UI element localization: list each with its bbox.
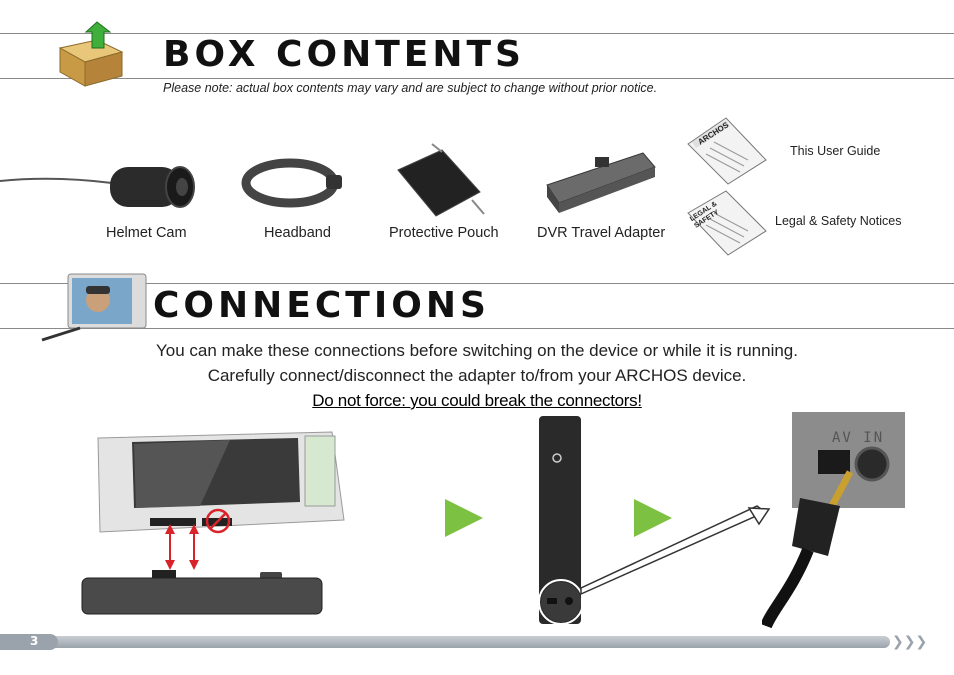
step-arrow-2 — [634, 499, 672, 537]
page-number: 3 — [30, 634, 39, 648]
item-label-headband: Headband — [264, 225, 331, 241]
item-label-dvr-travel-adapter: DVR Travel Adapter — [537, 225, 666, 241]
top-rule — [0, 33, 954, 34]
legal-safety-booklet-image — [687, 190, 767, 256]
connections-top-rule — [0, 283, 954, 284]
connections-bottom-rule — [0, 328, 954, 329]
headband-image — [241, 158, 342, 208]
item-label-protective-pouch: Protective Pouch — [389, 225, 499, 241]
device-side-view — [538, 416, 771, 625]
box-icon — [58, 21, 124, 87]
doc-label-user-guide: This User Guide — [790, 144, 881, 158]
helmet-cam-image — [0, 166, 195, 208]
item-label-helmet-cam: Helmet Cam — [106, 225, 187, 241]
archos-device-icon — [41, 273, 147, 342]
av-in-label: AV IN — [832, 430, 885, 446]
connections-warning: Do not force: you could break the connec… — [312, 391, 642, 410]
pouch-image — [397, 143, 485, 217]
chevron-right-icon: ❯❯❯ — [892, 634, 928, 650]
connections-title: CONNECTIONS — [153, 285, 490, 326]
doc-label-legal-safety: Legal & Safety Notices — [775, 214, 902, 228]
connections-line-1: You can make these connections before sw… — [156, 341, 798, 360]
device-docking-illustration — [81, 431, 345, 615]
av-in-closeup — [762, 412, 905, 629]
dvr-adapter-image — [546, 152, 656, 213]
page-number-tab: 3 — [0, 634, 58, 650]
connections-line-2: Carefully connect/disconnect the adapter… — [207, 366, 747, 385]
user-guide-booklet-image — [687, 117, 767, 185]
step-arrow-1 — [445, 499, 483, 537]
box-contents-title: BOX CONTENTS — [163, 34, 525, 75]
box-contents-rule — [0, 78, 954, 79]
footer-bar — [30, 636, 890, 648]
box-contents-note: Please note: actual box contents may var… — [163, 81, 658, 95]
